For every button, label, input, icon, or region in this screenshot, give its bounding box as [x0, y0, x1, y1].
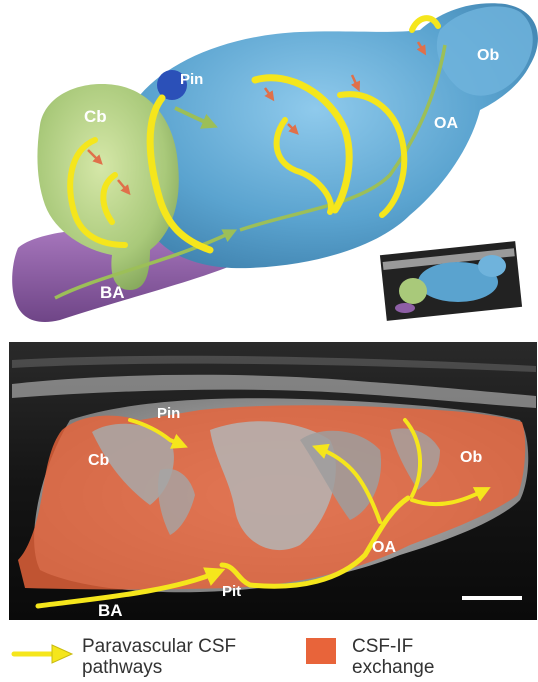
top-label-ba: BA: [100, 283, 125, 302]
inset-cerebellum: [399, 278, 427, 304]
top-label-ob: Ob: [477, 47, 499, 64]
mri-label-ba: BA: [98, 601, 123, 620]
top-label-cb: Cb: [84, 107, 107, 126]
legend-pathways-text: Paravascular CSF pathways: [82, 636, 236, 678]
mri-label-pin: Pin: [157, 405, 180, 422]
legend-exchange-line2: exchange: [352, 657, 434, 678]
mri-label-cb: Cb: [88, 452, 110, 469]
legend-pathway-arrowhead: [52, 645, 72, 663]
mri-panel: Pin Cb Ob OA Pit BA: [9, 342, 537, 620]
legend-exchange-swatch: [306, 638, 336, 664]
top-label-pin: Pin: [180, 71, 203, 88]
top-label-oa: OA: [434, 115, 458, 132]
legend-pathways-line1: Paravascular CSF: [82, 636, 236, 657]
mri-label-pit: Pit: [222, 583, 241, 600]
inset-brainstem: [395, 303, 415, 313]
legend-exchange-line1: CSF-IF: [352, 636, 434, 657]
legend-exchange-text: CSF-IF exchange: [352, 636, 434, 678]
inset-ob: [478, 255, 506, 277]
mri-label-oa: OA: [372, 539, 396, 556]
scale-bar: [462, 596, 522, 600]
legend-pathways-line2: pathways: [82, 657, 236, 678]
orientation-inset: [380, 241, 522, 321]
mri-label-ob: Ob: [460, 449, 482, 466]
